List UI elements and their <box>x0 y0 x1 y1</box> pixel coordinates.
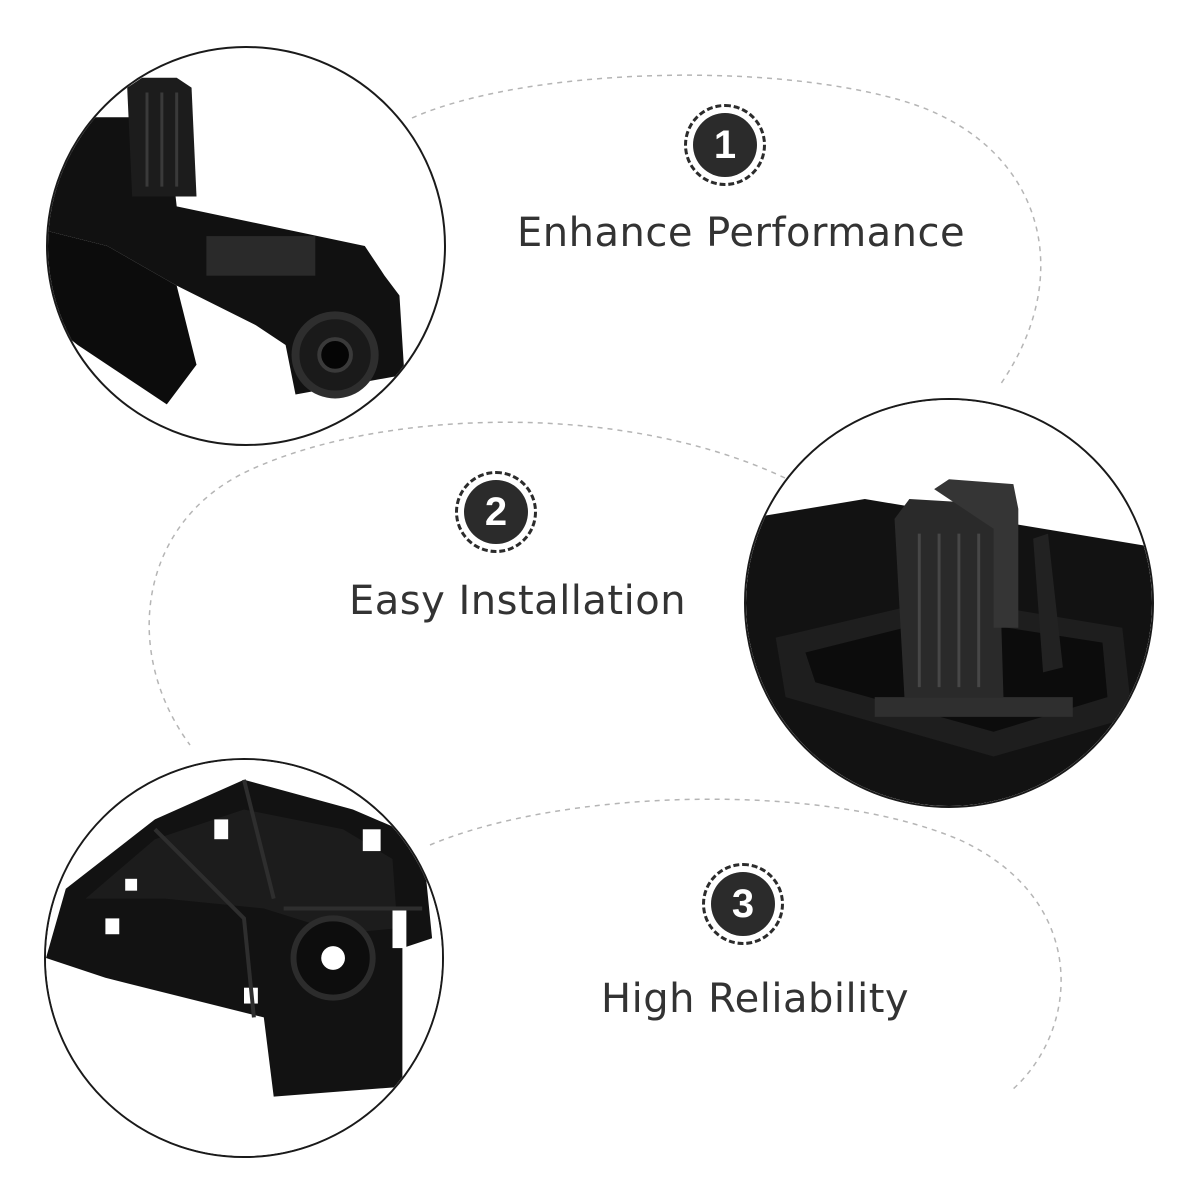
badge-number-1: 1 <box>693 113 757 177</box>
number-badge-3: 3 <box>702 863 784 945</box>
product-photo-3 <box>44 758 444 1158</box>
feature-label-3: High Reliability <box>601 976 910 1022</box>
feature-label-1: Enhance Performance <box>517 210 966 256</box>
badge-number-3: 3 <box>711 872 775 936</box>
dashed-arc-3 <box>429 798 1062 1091</box>
badge-number-2: 2 <box>464 480 528 544</box>
product-photo-1 <box>46 46 446 446</box>
bracket-clip-top-icon <box>746 400 1152 806</box>
number-badge-1: 1 <box>684 104 766 186</box>
product-photo-2 <box>744 398 1154 808</box>
dashed-arc-2 <box>148 421 786 746</box>
bracket-full-underside-icon <box>46 760 442 1156</box>
number-badge-2: 2 <box>455 471 537 553</box>
dashed-arc-1 <box>411 74 1042 386</box>
bracket-clip-side-icon <box>48 77 405 405</box>
feature-label-2: Easy Installation <box>349 578 687 624</box>
